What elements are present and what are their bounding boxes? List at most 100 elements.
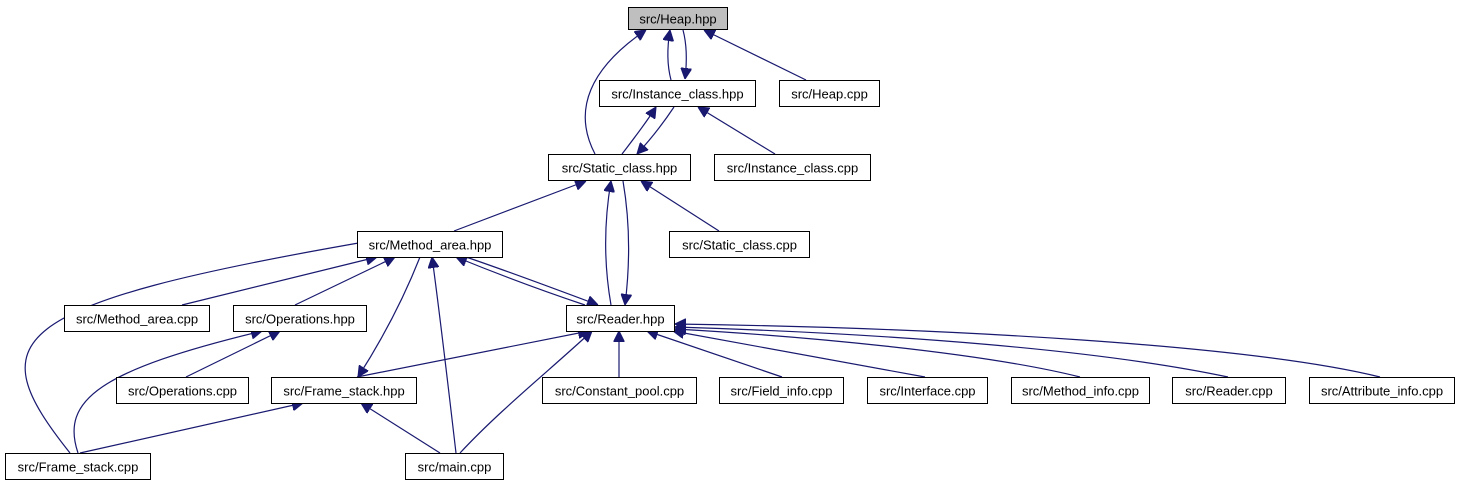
node-box bbox=[1309, 377, 1455, 404]
node-box bbox=[566, 305, 675, 332]
edge-line bbox=[73, 331, 262, 454]
node-frame-stack-hpp[interactable]: src/Frame_stack.hpp bbox=[271, 377, 417, 404]
edge-line bbox=[24, 241, 370, 454]
node-label: src/Static_class.hpp bbox=[562, 161, 678, 176]
edge-line bbox=[606, 181, 611, 306]
node-box bbox=[779, 80, 880, 107]
edge-static-class-cpp-to-static-class-hpp bbox=[641, 181, 720, 232]
file-nodes: src/Heap.hpp src/Instance_class.hpp src/He… bbox=[5, 7, 1455, 480]
edge-reader-hpp-to-static-class-hpp bbox=[606, 181, 611, 306]
node-box bbox=[599, 80, 756, 107]
node-label: src/Reader.cpp bbox=[1185, 384, 1272, 399]
edge-method-info-cpp-to-reader-hpp bbox=[675, 329, 1081, 378]
node-method-area-cpp[interactable]: src/Method_area.cpp bbox=[64, 305, 210, 332]
node-label: src/main.cpp bbox=[418, 460, 492, 475]
node-label: src/Frame_stack.cpp bbox=[18, 460, 139, 475]
node-interface-cpp[interactable]: src/Interface.cpp bbox=[867, 377, 988, 404]
edge-static-class-hpp-to-heap-hpp bbox=[584, 30, 646, 155]
node-box bbox=[542, 377, 697, 404]
edge-line bbox=[675, 324, 1381, 378]
edge-line bbox=[637, 106, 675, 154]
node-static-class-cpp[interactable]: src/Static_class.cpp bbox=[669, 231, 810, 258]
node-label: src/Operations.hpp bbox=[245, 312, 355, 327]
edge-line bbox=[465, 256, 598, 305]
node-method-info-cpp[interactable]: src/Method_info.cpp bbox=[1011, 377, 1150, 404]
edge-attribute-info-cpp-to-reader-hpp bbox=[675, 324, 1381, 378]
edge-method-area-cpp-to-method-area-hpp bbox=[181, 257, 377, 306]
node-box bbox=[357, 231, 503, 258]
edge-line bbox=[675, 329, 1081, 378]
edge-reader-hpp-to-method-area-hpp bbox=[456, 257, 586, 306]
edge-frame-stack-cpp-to-method-area-hpp bbox=[24, 241, 370, 454]
edge-line bbox=[453, 181, 586, 232]
edge-reader-cpp-to-reader-hpp bbox=[675, 327, 1229, 378]
edge-main-cpp-to-reader-hpp bbox=[459, 331, 592, 454]
node-box bbox=[867, 377, 988, 404]
edge-line bbox=[704, 30, 807, 81]
node-static-class-hpp[interactable]: src/Static_class.hpp bbox=[548, 154, 691, 181]
node-operations-cpp[interactable]: src/Operations.cpp bbox=[116, 377, 249, 404]
edge-line bbox=[623, 180, 629, 305]
node-field-info-cpp[interactable]: src/Field_info.cpp bbox=[719, 377, 844, 404]
edge-method-area-hpp-to-frame-stack-hpp bbox=[358, 256, 421, 377]
edge-frame-stack-hpp-to-reader-hpp bbox=[356, 331, 589, 378]
node-box bbox=[1011, 377, 1150, 404]
edge-line bbox=[185, 331, 280, 378]
edge-interface-cpp-to-reader-hpp bbox=[673, 331, 926, 378]
edge-line bbox=[356, 331, 589, 378]
edge-line bbox=[698, 107, 776, 155]
edge-method-area-hpp-to-reader-hpp bbox=[465, 256, 598, 305]
node-box bbox=[271, 377, 417, 404]
node-frame-stack-cpp[interactable]: src/Frame_stack.cpp bbox=[5, 453, 151, 480]
node-label: src/Heap.hpp bbox=[639, 12, 716, 27]
node-main-cpp[interactable]: src/main.cpp bbox=[405, 453, 504, 480]
node-label: src/Method_area.hpp bbox=[369, 238, 492, 253]
edge-static-class-hpp-to-instance-class-hpp bbox=[621, 107, 656, 155]
node-box bbox=[719, 377, 844, 404]
edge-method-area-hpp-to-static-class-hpp bbox=[453, 181, 586, 232]
edge-line bbox=[181, 257, 377, 306]
node-box bbox=[1172, 377, 1286, 404]
node-label: src/Instance_class.hpp bbox=[611, 87, 743, 102]
node-label: src/Frame_stack.hpp bbox=[283, 384, 404, 399]
node-instance-class-cpp[interactable]: src/Instance_class.cpp bbox=[714, 154, 871, 181]
edge-line bbox=[675, 327, 1229, 378]
node-label: src/Field_info.cpp bbox=[731, 384, 833, 399]
node-box bbox=[116, 377, 249, 404]
node-operations-hpp[interactable]: src/Operations.hpp bbox=[233, 305, 367, 332]
edge-field-info-cpp-to-reader-hpp bbox=[647, 331, 783, 378]
edge-line bbox=[584, 30, 646, 155]
node-label: src/Instance_class.cpp bbox=[727, 161, 859, 176]
node-box bbox=[628, 7, 728, 30]
edge-line bbox=[79, 403, 303, 454]
node-attribute-info-cpp[interactable]: src/Attribute_info.cpp bbox=[1309, 377, 1455, 404]
edge-line bbox=[647, 331, 783, 378]
node-heap-hpp[interactable]: src/Heap.hpp bbox=[628, 7, 728, 30]
edge-main-cpp-to-frame-stack-hpp bbox=[361, 403, 441, 454]
edge-operations-cpp-to-operations-hpp bbox=[185, 331, 280, 378]
node-label: src/Method_info.cpp bbox=[1022, 384, 1139, 399]
edge-line bbox=[668, 30, 671, 81]
edge-line bbox=[621, 107, 656, 155]
node-box bbox=[233, 305, 367, 332]
node-box bbox=[5, 453, 151, 480]
node-box bbox=[405, 453, 504, 480]
node-instance-class-hpp[interactable]: src/Instance_class.hpp bbox=[599, 80, 756, 107]
edge-line bbox=[432, 257, 457, 454]
edge-main-cpp-to-method-area-hpp bbox=[432, 257, 457, 454]
node-box bbox=[548, 154, 691, 181]
node-reader-hpp[interactable]: src/Reader.hpp bbox=[566, 305, 675, 332]
node-label: src/Constant_pool.cpp bbox=[555, 384, 684, 399]
node-box bbox=[64, 305, 210, 332]
edge-line bbox=[459, 331, 592, 454]
edge-instance-class-cpp-to-instance-class-hpp bbox=[698, 107, 776, 155]
node-reader-cpp[interactable]: src/Reader.cpp bbox=[1172, 377, 1286, 404]
node-method-area-hpp[interactable]: src/Method_area.hpp bbox=[357, 231, 503, 258]
node-heap-cpp[interactable]: src/Heap.cpp bbox=[779, 80, 880, 107]
edge-line bbox=[456, 257, 586, 306]
edge-operations-hpp-to-method-area-hpp bbox=[294, 257, 395, 306]
dependency-edges bbox=[24, 30, 1381, 454]
node-constant-pool-cpp[interactable]: src/Constant_pool.cpp bbox=[542, 377, 697, 404]
edge-frame-stack-cpp-to-frame-stack-hpp bbox=[79, 403, 303, 454]
